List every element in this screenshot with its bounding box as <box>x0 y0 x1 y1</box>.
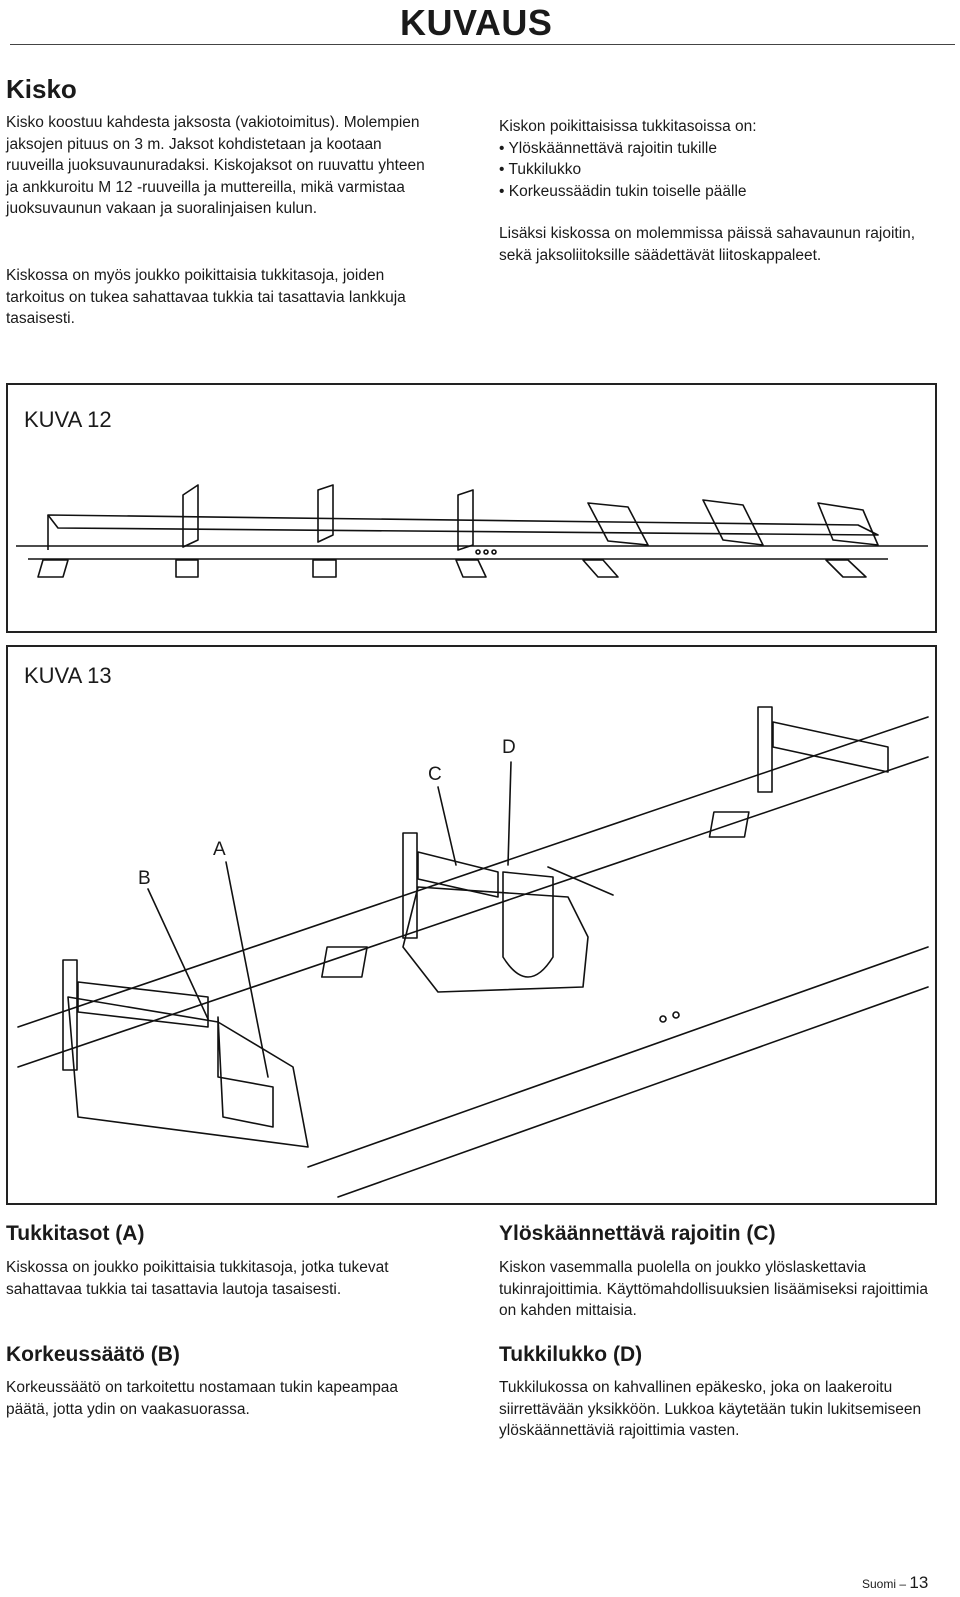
support-plate-3 <box>457 489 474 551</box>
leader-d <box>507 761 512 866</box>
kisko-bullet-3: • Korkeussäädin tukin toiselle päälle <box>499 182 747 200</box>
footer-page-number: 13 <box>909 1573 929 1592</box>
front-post <box>62 959 78 1071</box>
sleeper-1 <box>37 559 69 578</box>
sleeper-6 <box>825 559 867 578</box>
footer-language: Suomi – <box>862 1577 907 1591</box>
section-heading-tukkitasot: Tukkitasot (A) <box>6 1222 145 1245</box>
page-footer: Suomi – 13 <box>862 1573 928 1593</box>
sleeper-4 <box>455 559 487 578</box>
rear-foot <box>708 811 750 838</box>
kisko-right-paragraph-2: Lisäksi kiskossa on molemmissa päissä sa… <box>499 225 916 264</box>
figure-13-label: KUVA 13 <box>24 663 112 688</box>
section-text-tukkilukko: Tukkilukossa on kahvallinen epäkesko, jo… <box>499 1379 922 1439</box>
figure-12-label: KUVA 12 <box>24 407 112 432</box>
kisko-paragraph-2: Kiskossa on myös joukko poikittaisia tuk… <box>6 267 406 327</box>
middle-arm <box>417 851 499 898</box>
callout-b: B <box>138 868 151 889</box>
rear-post <box>757 706 773 793</box>
section-text-rajoitin: Kiskon vasemmalla puolella on joukko ylö… <box>499 1259 928 1319</box>
rail-right-top <box>307 946 929 1168</box>
front-arm <box>77 981 209 1028</box>
log-lock <box>502 871 554 978</box>
middle-foot <box>320 946 368 978</box>
support-plate-4 <box>587 502 649 546</box>
section-text-tukkitasot: Kiskossa on joukko poikittaisia tukkitas… <box>6 1259 389 1298</box>
kisko-paragraph-1: Kisko koostuu kahdesta jaksosta (vakioto… <box>6 114 425 217</box>
sleeper-5 <box>582 559 619 578</box>
kisko-bullet-2: • Tukkilukko <box>499 161 582 178</box>
height-adjuster-arm <box>217 1016 274 1128</box>
leader-c <box>437 786 457 866</box>
section-heading-tukkilukko: Tukkilukko (D) <box>499 1343 643 1366</box>
figure-12-frame: KUVA 12 <box>6 383 937 633</box>
section-heading-rajoitin: Ylöskäännettävä rajoitin (C) <box>499 1222 776 1245</box>
leader-a <box>225 861 269 1078</box>
support-plate-5 <box>702 499 764 546</box>
figure-12-rail-illustration <box>16 484 928 578</box>
support-plate-6 <box>817 502 879 546</box>
kisko-right-column: Kiskon poikittaisissa tukkitasoissa on: … <box>499 116 939 266</box>
rail-left-top <box>17 716 929 1028</box>
rail-left-bottom <box>17 756 929 1068</box>
sleeper-2 <box>175 559 199 578</box>
sleeper-3 <box>312 559 337 578</box>
callout-a: A <box>213 839 226 860</box>
rail-right-bottom <box>337 986 929 1198</box>
log-lock-handle <box>547 866 614 896</box>
joint-bolt-a <box>659 1015 667 1023</box>
joint-bolt-2 <box>483 549 489 555</box>
section-heading-korkeussaato: Korkeussäätö (B) <box>6 1343 180 1366</box>
rear-arm <box>772 721 889 773</box>
leader-b <box>147 888 209 1020</box>
kisko-right-intro: Kiskon poikittaisissa tukkitasoissa on: <box>499 118 757 135</box>
middle-support-plate <box>402 886 589 993</box>
callout-c: C <box>428 764 442 785</box>
support-plate-1 <box>182 484 199 548</box>
section-heading-kisko: Kisko <box>6 74 77 104</box>
page-header-title: KUVAUS <box>400 2 553 43</box>
middle-post <box>402 832 418 939</box>
callout-d: D <box>502 737 516 758</box>
joint-bolt-b <box>672 1011 680 1019</box>
figure-13-frame: KUVA 13 D C A B <box>6 645 937 1205</box>
joint-bolt-3 <box>491 549 497 555</box>
header-rule <box>10 44 955 45</box>
kisko-bullet-1: • Ylöskäännettävä rajoitin tukille <box>499 139 717 157</box>
joint-bolt-1 <box>475 549 481 555</box>
section-text-korkeussaato: Korkeussäätö on tarkoitettu nostamaan tu… <box>6 1379 399 1418</box>
support-plate-2 <box>317 484 334 543</box>
figure-13-support-illustration <box>17 706 929 1198</box>
rail-top-surface <box>47 514 879 536</box>
front-support-plate <box>67 996 309 1148</box>
